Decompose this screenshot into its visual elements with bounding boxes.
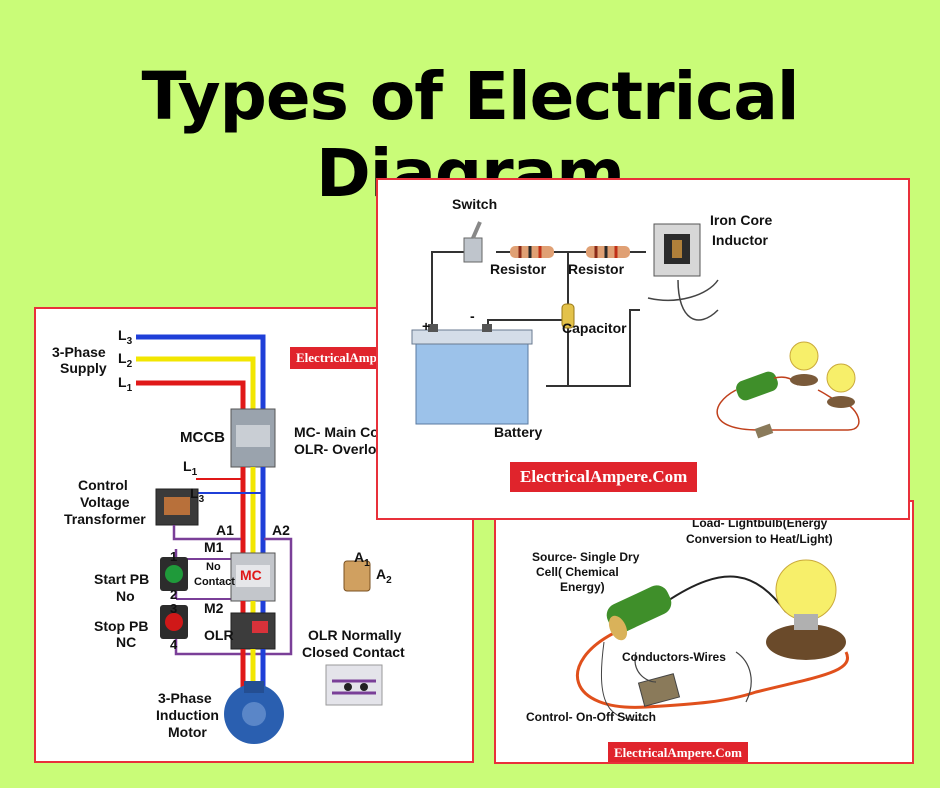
terminal-1: 1 [170,549,178,564]
lightbulb-base [766,624,846,660]
l1-label-sub: 1 [126,382,133,394]
supply-wire-l2 [136,356,256,413]
circuit-wire-main [431,251,646,330]
olr-nc-label-1: OLR Normally [308,627,402,643]
simple-watermark: ElectricalAmpere.Com [608,742,748,762]
transformer-label-1: Control [78,477,128,493]
positive-terminal: + [422,318,431,334]
start-pb-label-2: No [116,588,135,604]
control-wire-a1 [172,525,241,541]
negative-terminal: - [470,308,475,324]
resistor-1 [510,246,554,258]
inductor-label-1: Iron Core [710,212,773,228]
coil-a1-sub: 1 [364,557,370,569]
no-contact-label-2: Contact [194,576,235,588]
l3-label-sub: 3 [126,335,133,347]
olr-label: OLR [204,627,234,643]
l2-label: L2 [118,350,132,370]
terminal-4: 4 [170,637,178,652]
simple-circuit-diagram: Load- Lightbulb(Energy Conversion to Hea… [494,500,914,764]
start-push-button [165,565,183,583]
transformer-l1-sub: 1 [191,466,198,478]
simple-wire-loop [576,630,849,709]
circuit-diagram: Switch Resistor Resistor Iron Core Induc… [376,178,910,520]
simple-circuit-svg [576,559,849,721]
supply-label-2: Supply [60,360,107,376]
source-label-1: Source- Single Dry [532,550,640,564]
mc-label: MC [240,567,262,583]
bulb-2 [826,363,856,393]
inductor-wire [647,279,719,321]
small-cell [736,371,778,401]
battery-label: Battery [494,424,543,440]
resistor-label-1: Resistor [490,261,547,277]
m2-label: M2 [204,600,224,616]
inductor-label-2: Inductor [712,232,768,248]
l1-label: L1 [118,374,132,394]
olr-nc-contact-image [325,664,383,706]
coil-a1-label: A1 [354,549,370,569]
coil-a2-text: A [376,566,387,582]
transformer-l3-label: L3 [190,485,204,505]
stop-pb-label-2: NC [116,634,137,650]
transformer-l3-text: L [190,485,199,501]
small-switch [754,423,774,439]
load-label-2: Conversion to Heat/Light) [686,532,833,546]
source-label-2: Cell( Chemical [536,565,619,579]
a2-label: A2 [272,522,290,538]
l1-label-text: L [118,374,127,390]
coil-a2-sub: 2 [386,574,392,586]
coil-a1-text: A [354,549,365,565]
supply-label-1: 3-Phase [52,344,106,360]
mccb-label: MCCB [180,429,225,446]
l3-label: L3 [118,327,132,347]
battery [415,337,529,425]
source-label-3: Energy) [560,580,605,594]
capacitor [561,303,575,329]
control-wiring-svg [136,334,383,744]
simple-wire-top [665,575,787,613]
control-wiring-diagram: ElectricalAmpere.Com L3 L2 L1 3-Phase Su… [34,307,474,763]
page-title: Types of Electrical Diagram [141,58,799,212]
no-contact-label-1: No [206,561,221,573]
transformer-l1-label: L1 [183,458,197,478]
bulb-1 [789,341,819,371]
transformer-l3-sub: 3 [198,493,205,505]
transformer-label-2: Voltage [80,494,130,510]
lightbulb [775,559,837,621]
motor-label-1: 3-Phase [158,690,212,706]
transformer-l1-text: L [183,458,192,474]
circuit-svg [411,221,860,439]
stop-push-button [165,613,183,631]
coil-a2-label: A2 [376,566,392,586]
motor-label-3: Motor [168,724,207,740]
l3-label-text: L [118,327,127,343]
olr-nc-label-2: Closed Contact [302,644,405,660]
l2-label-text: L [118,350,127,366]
a1-label: A1 [216,522,234,538]
resistor-2 [586,246,630,258]
circuit-watermark: ElectricalAmpere.Com [510,462,698,492]
terminal-3: 3 [170,601,178,616]
toggle-switch [463,237,483,263]
l2-label-sub: 2 [126,358,133,370]
motor-label-2: Induction [156,707,219,723]
m1-label: M1 [204,539,224,555]
transformer-label-3: Transformer [64,511,146,527]
resistor-label-2: Resistor [568,261,625,277]
supply-wire-l3 [136,334,266,413]
capacitor-label: Capacitor [562,320,627,336]
on-off-switch [637,673,681,707]
conductors-label: Conductors-Wires [622,650,726,664]
switch-label: Switch [452,196,498,212]
terminal-2: 2 [170,587,178,602]
supply-wire-l1 [136,380,246,413]
stop-pb-label-1: Stop PB [94,618,149,634]
control-label: Control- On-Off Switch [526,710,656,724]
contactor-coil [343,560,371,592]
start-pb-label-1: Start PB [94,571,150,587]
